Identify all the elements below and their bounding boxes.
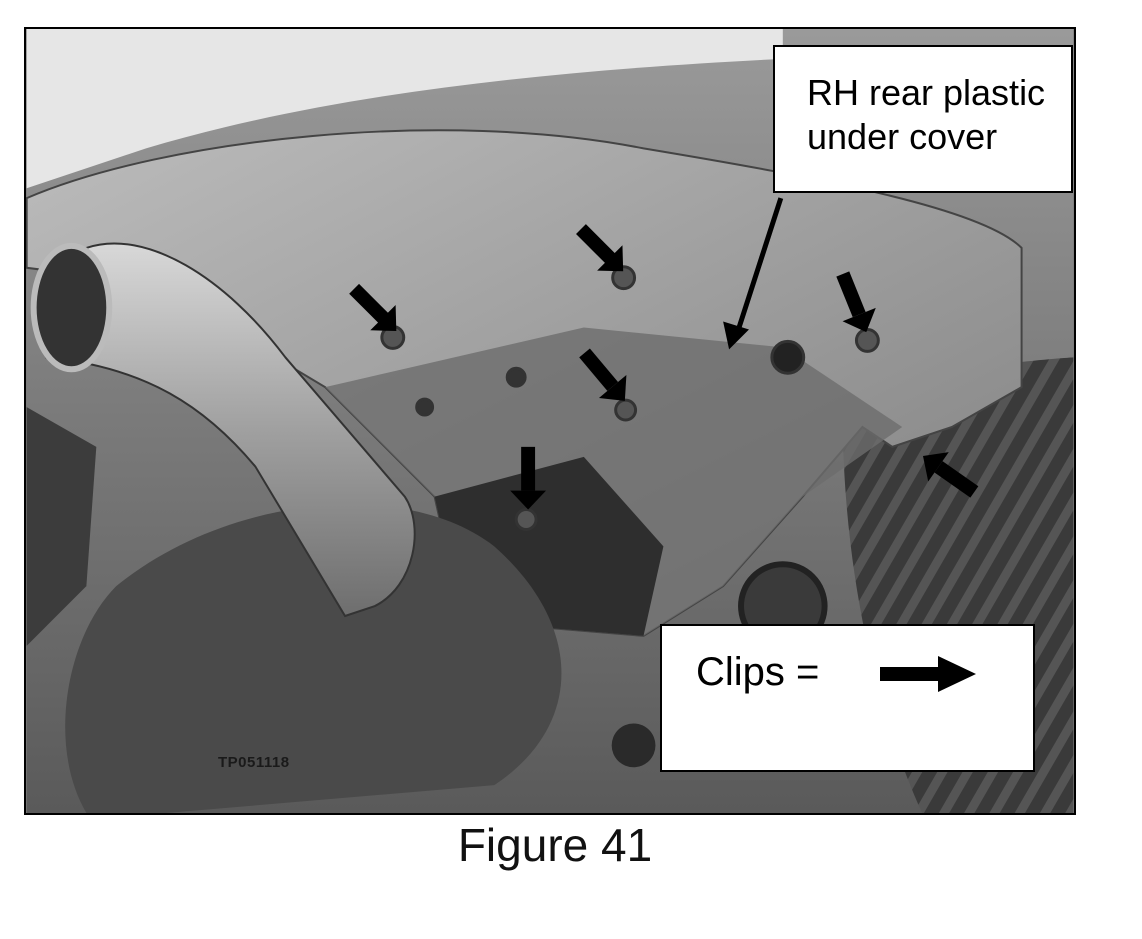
photo-code: TP051118 [218,754,290,771]
callout-leader-line [723,197,784,350]
figure-caption: Figure 41 [457,819,653,871]
clips-legend: Clips = [660,624,1035,772]
clips-legend-label: Clips = [696,650,820,694]
right-arrow-icon [880,656,976,692]
callout-line-1: RH rear plastic [807,72,1046,113]
under-cover-callout: RH rear plastic under cover [773,45,1073,193]
exhaust-pipe [45,242,416,618]
exhaust-tip [30,242,113,373]
bumper-highlight [26,29,783,189]
vehicle-underside-drawing [26,29,1074,813]
clip-arrows [349,224,979,510]
callout-line-2: under cover [807,116,998,157]
muffler [65,504,562,813]
